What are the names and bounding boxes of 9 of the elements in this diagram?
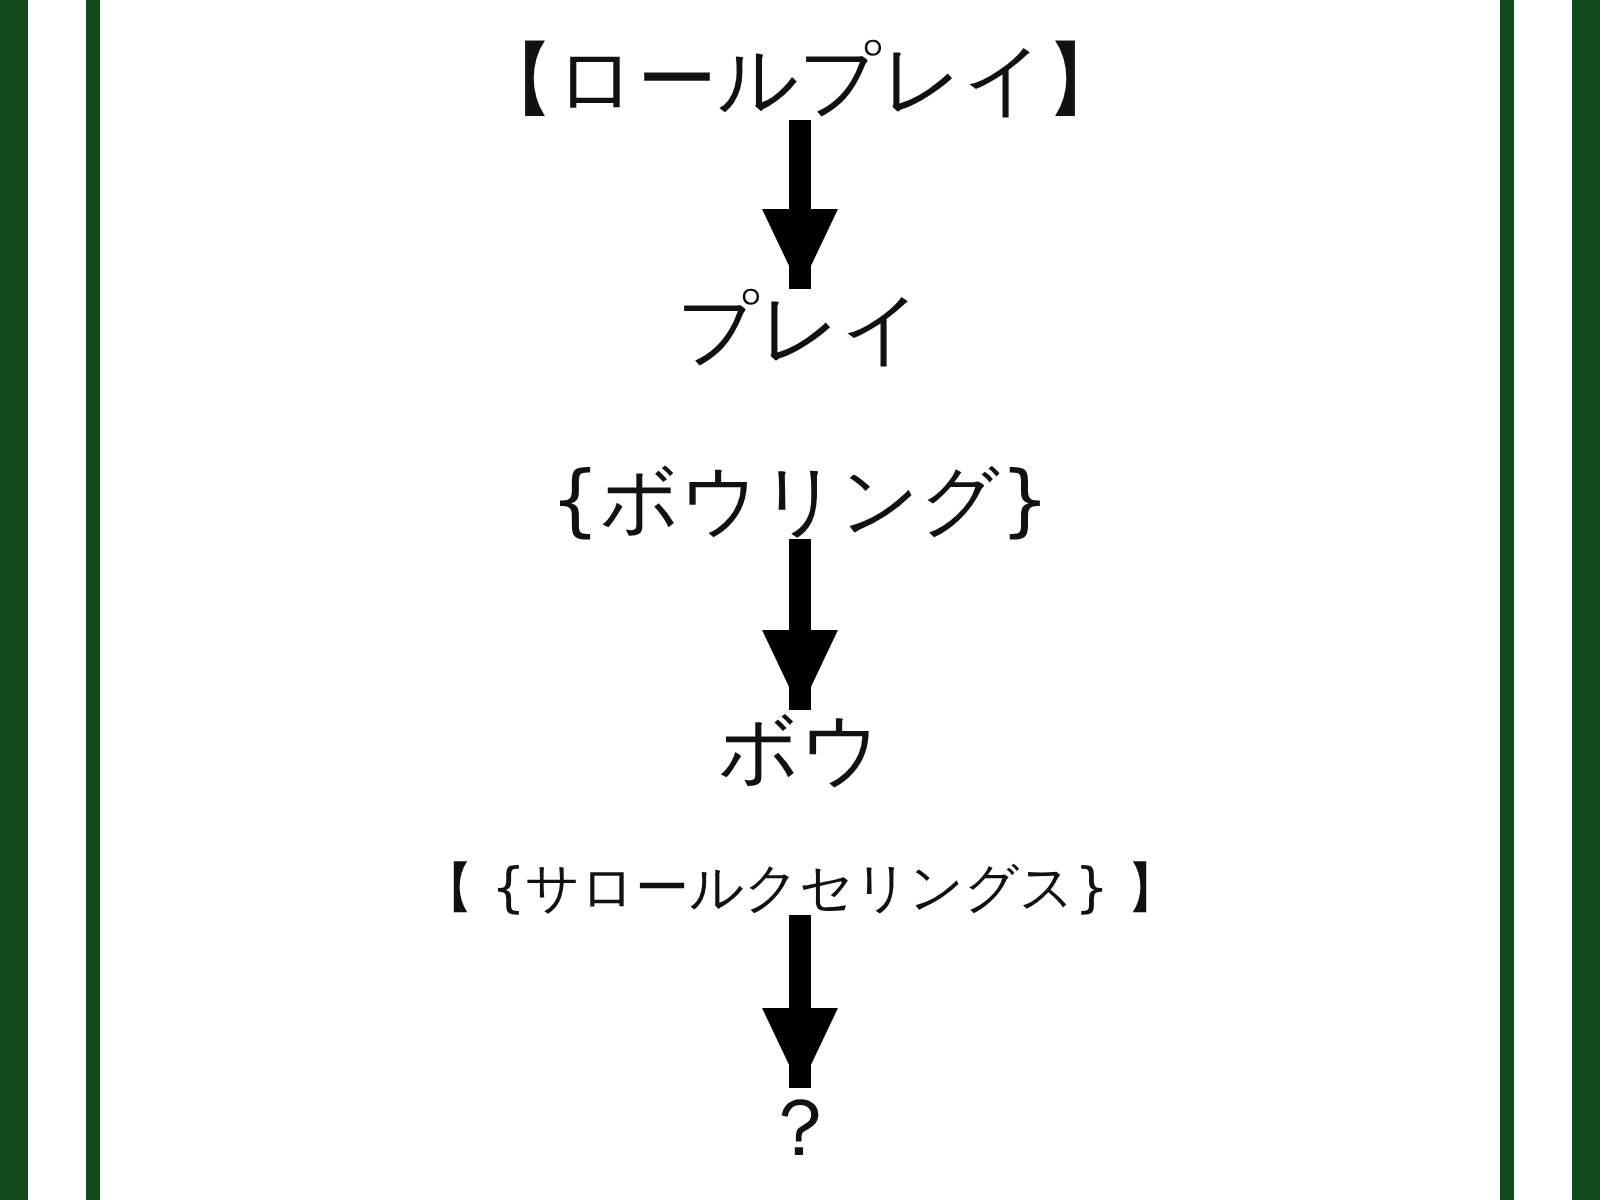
arrow xyxy=(762,120,838,289)
term-text: {ボウリング} xyxy=(550,461,1050,539)
term-text: プレイ xyxy=(677,289,923,369)
term-text: 【 {サロールクセリングス} 】 xyxy=(419,861,1180,915)
term-text: ？ xyxy=(760,1088,840,1168)
arrow xyxy=(762,539,838,710)
term-text: 【ロールプレイ】 xyxy=(475,40,1125,120)
term-text: ボウ xyxy=(718,710,882,790)
arrow xyxy=(762,915,838,1088)
